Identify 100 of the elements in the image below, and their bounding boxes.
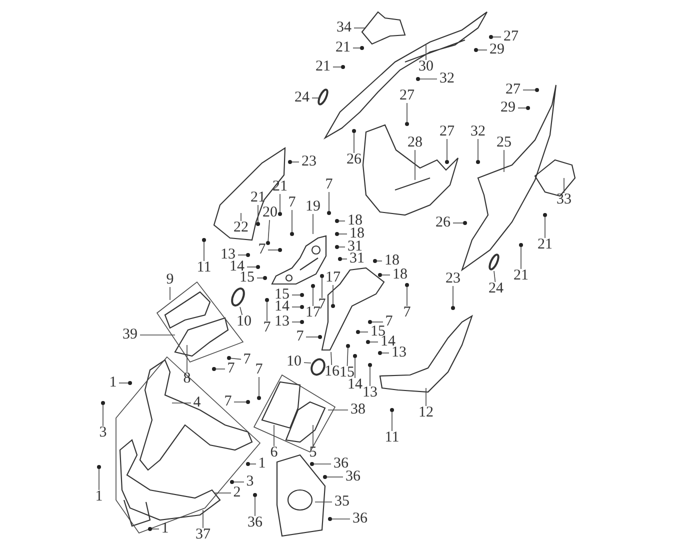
leader-line [492, 36, 502, 38]
leader-line [382, 274, 390, 276]
leader-line [338, 220, 346, 222]
fastener-dot [246, 400, 250, 404]
fastener-dot [253, 493, 257, 497]
fastener-dot [246, 253, 250, 257]
leader-line [268, 220, 270, 242]
callout-number: 36 [352, 512, 368, 526]
leader-line [376, 260, 382, 262]
leader-line [452, 286, 454, 306]
callout-number: 30 [418, 60, 434, 74]
leader-line [98, 468, 100, 490]
fastener-dot [278, 248, 282, 252]
fastener-dot [212, 367, 216, 371]
callout-number: 1 [258, 456, 266, 472]
leader-line [230, 358, 242, 360]
fastener-dot [331, 304, 335, 308]
callout-number: 17 [326, 270, 340, 286]
fastener-dot [341, 65, 345, 69]
fastener-dot [346, 344, 350, 348]
fastener-dot [338, 257, 342, 261]
callout-number: 21 [272, 180, 288, 194]
callout-number: 23 [302, 154, 316, 170]
leader-line [304, 362, 312, 364]
callout-number: 35 [334, 494, 350, 510]
callout-number: 11 [384, 430, 400, 446]
fastener-dot [535, 88, 539, 92]
callout-number: 2 [233, 486, 241, 500]
leader-line [140, 334, 176, 336]
leader-line [520, 246, 522, 270]
fastener-dot [101, 401, 105, 405]
leader-line [214, 492, 232, 494]
callout-number: 12 [418, 406, 434, 420]
callout-number: 39 [122, 328, 138, 342]
leader-line [202, 510, 204, 528]
leader-line [446, 138, 448, 160]
callout-number: 7 [385, 314, 393, 330]
fastener-dot [543, 213, 547, 217]
callout-number: 21 [336, 40, 350, 56]
fastener-dot [335, 232, 339, 236]
fastener-dot [318, 335, 322, 339]
callout-number: 29 [500, 100, 516, 116]
fastener-dot [405, 283, 409, 287]
fastener-dot [246, 462, 250, 466]
ring-drawing [310, 358, 326, 376]
callout-number: 36 [248, 516, 262, 530]
leader-line [292, 306, 300, 308]
callout-number: 13 [274, 314, 290, 330]
fastener-dot [323, 475, 327, 479]
fastener-dot [335, 245, 339, 249]
fastener-dot [300, 305, 304, 309]
callout-number: 1 [109, 376, 117, 390]
callout-number: 26 [436, 216, 450, 230]
leader-line [152, 528, 160, 530]
callout-number: 32 [470, 124, 486, 140]
fastener-dot [278, 212, 282, 216]
callout-number: 29 [490, 42, 504, 58]
fastener-dot [320, 274, 324, 278]
callout-number: 1 [161, 522, 169, 536]
fastener-dot [368, 363, 372, 367]
leader-line [452, 222, 464, 224]
callout-number: 25 [496, 136, 512, 150]
leader-line [118, 382, 128, 384]
leader-line [216, 368, 226, 370]
leader-line [246, 266, 256, 268]
callout-number: 22 [234, 220, 248, 236]
ring-drawing [318, 88, 328, 106]
callout-number: 7 [258, 242, 266, 258]
callout-number: 1 [95, 490, 103, 504]
fastener-dot [360, 46, 364, 50]
fastener-dot [310, 462, 314, 466]
callout-number: 7 [288, 196, 296, 210]
callout-number: 38 [350, 402, 366, 418]
leader-line [240, 306, 243, 316]
callout-number: 10 [236, 314, 252, 330]
ring-drawing [231, 288, 245, 306]
leader-line [254, 496, 256, 516]
callout-number: 18 [392, 268, 408, 282]
callout-number: 32 [440, 72, 454, 86]
leader-line [240, 212, 242, 222]
leader-line [354, 358, 356, 378]
callout-number: 6 [270, 446, 278, 460]
callout-number: 7 [224, 394, 232, 410]
fastener-dot [266, 241, 270, 245]
fastener-dot [311, 284, 315, 288]
callout-number: 21 [250, 190, 266, 206]
leader-line [494, 270, 496, 282]
leader-line [292, 294, 300, 296]
leader-line [338, 246, 346, 248]
callout-number: 13 [362, 386, 378, 400]
callout-number: 21 [514, 268, 528, 284]
fastener-dot [288, 160, 292, 164]
callout-number: 26 [346, 152, 362, 168]
fastener-dot [474, 48, 478, 52]
callout-number: 27 [400, 88, 414, 104]
callout-number: 34 [336, 20, 352, 36]
callout-number: 7 [296, 330, 304, 344]
ring-drawing [488, 254, 500, 270]
callout-number: 4 [193, 396, 201, 410]
callout-number: 5 [309, 446, 317, 460]
